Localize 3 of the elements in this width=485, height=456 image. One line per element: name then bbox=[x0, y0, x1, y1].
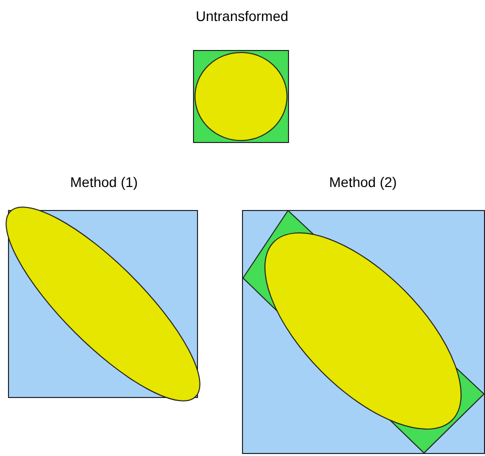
panel-heading: Method (1) bbox=[70, 174, 138, 190]
panel-heading: Untransformed bbox=[196, 8, 288, 24]
panel-heading: Method (2) bbox=[329, 174, 397, 190]
